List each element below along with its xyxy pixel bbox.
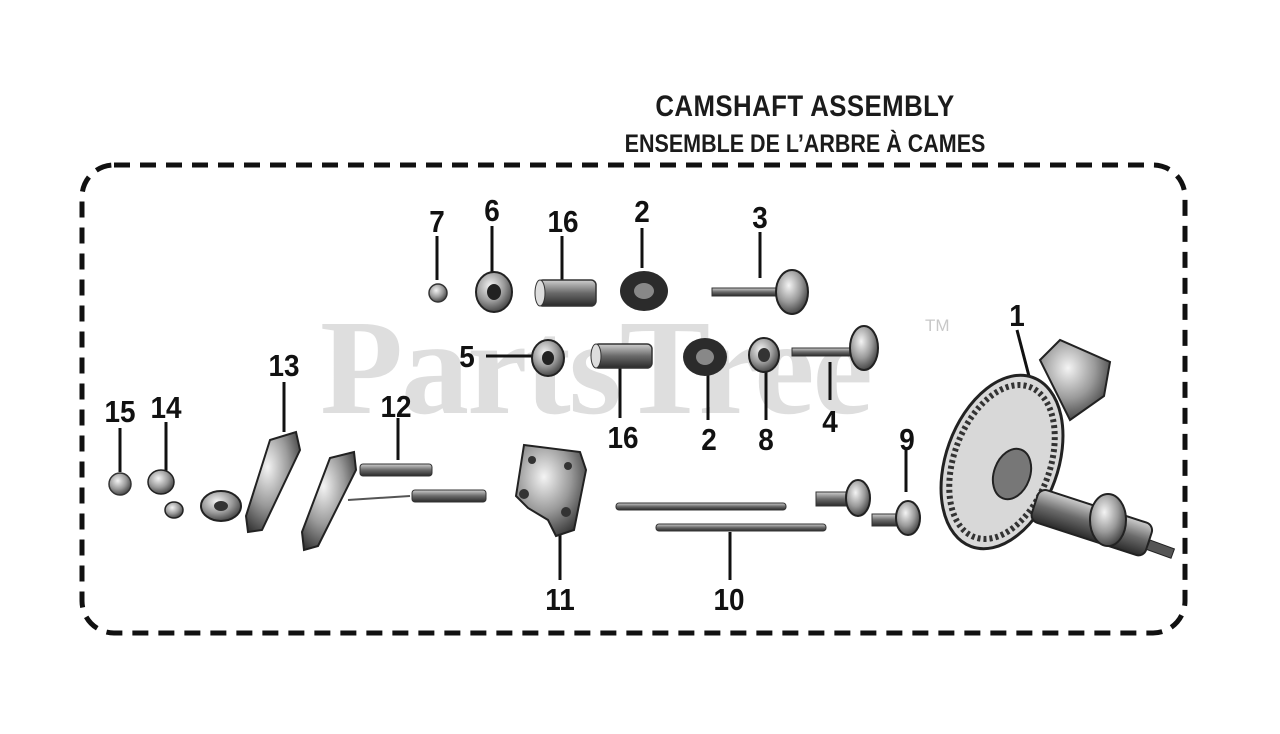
part-6-retainer (475, 271, 513, 313)
callout-12: 12 (380, 389, 412, 424)
part-7-nut (428, 283, 448, 303)
part-9-tappets (815, 479, 921, 536)
part-14-adjuster-nuts (147, 469, 242, 522)
assembly-boundary (79, 162, 1188, 636)
callout-16-top: 16 (547, 204, 579, 239)
leader-lines (118, 226, 1032, 580)
part-16-sleeve-bottom (590, 343, 653, 369)
part-5-retainer (531, 339, 565, 377)
trademark-mark: TM (925, 316, 950, 335)
callout-13: 13 (268, 348, 300, 383)
callout-2-top: 2 (634, 194, 650, 229)
part-11-guide-plate (514, 443, 588, 538)
part-13-rocker-arms (244, 430, 358, 552)
callout-4: 4 (822, 404, 838, 439)
diagram-title: CAMSHAFT ASSEMBLY (655, 90, 955, 123)
callout-14: 14 (150, 390, 182, 425)
part-2-seal-top (620, 271, 668, 311)
part-4-valve (791, 325, 879, 371)
part-3-valve (711, 269, 809, 315)
callout-16-bottom: 16 (607, 420, 639, 455)
part-16-sleeve-top (534, 279, 597, 307)
callout-3: 3 (752, 200, 768, 235)
part-12-rocker-studs (347, 463, 487, 503)
callout-1: 1 (1009, 298, 1025, 333)
diagram-subtitle: ENSEMBLE DE L’ARBRE À CAMES (624, 130, 986, 158)
callout-8: 8 (758, 422, 774, 457)
callout-6: 6 (484, 193, 500, 228)
part-2-seal-bottom (683, 338, 727, 376)
callout-10: 10 (713, 582, 745, 617)
part-15-nut (108, 472, 132, 496)
part-10-push-rods (615, 502, 827, 532)
callout-15: 15 (104, 394, 136, 429)
callout-9: 9 (899, 422, 915, 457)
callout-7: 7 (429, 204, 445, 239)
part-1-camshaft (939, 338, 1176, 559)
part-8-washer (748, 337, 780, 373)
callout-2-bottom: 2 (701, 422, 717, 457)
callout-11: 11 (545, 582, 575, 617)
callout-5: 5 (459, 339, 475, 374)
